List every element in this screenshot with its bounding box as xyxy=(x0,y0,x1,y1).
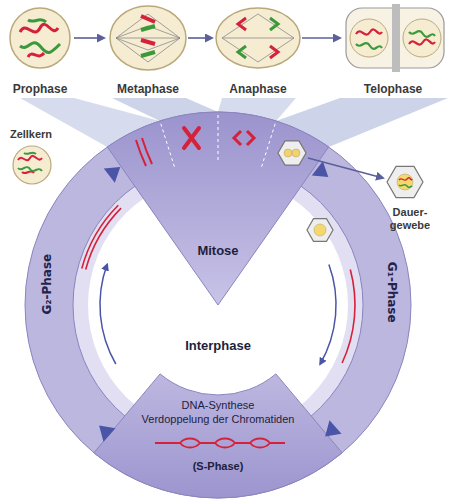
chromatin-green xyxy=(356,31,435,49)
cell-outline xyxy=(278,141,306,165)
chromosome-green xyxy=(238,18,278,58)
cycle-arrowheads xyxy=(99,161,341,442)
nucleus xyxy=(403,19,441,57)
chromosome-green xyxy=(20,43,60,53)
phase-arrow xyxy=(188,37,212,39)
cycle-ring xyxy=(25,112,411,498)
g1-cell xyxy=(307,219,333,242)
permanent-tissue-cell xyxy=(387,166,423,197)
mitosis-wedge xyxy=(107,112,328,305)
chromatin-red xyxy=(356,29,435,44)
nucleus xyxy=(13,146,51,184)
s-phase-sector xyxy=(94,374,342,498)
nucleus-icon xyxy=(13,146,51,184)
part-label: Zellkern xyxy=(3,128,59,141)
nucleus xyxy=(397,174,413,190)
chromatin xyxy=(399,185,412,188)
chromosome-red xyxy=(28,53,44,57)
chromosome-red xyxy=(20,24,58,32)
chromatin xyxy=(399,178,412,181)
telophase-cell xyxy=(346,4,444,72)
part-label: Dauer-gewebe xyxy=(385,206,435,232)
phase-arrow xyxy=(302,37,340,39)
phase-name: G₁-Phase xyxy=(385,252,399,332)
differentiation-arrow xyxy=(308,158,383,178)
nucleus xyxy=(314,224,326,236)
spindle xyxy=(116,14,180,62)
divider xyxy=(218,112,219,160)
mitosis-dividers xyxy=(160,112,276,167)
divider xyxy=(160,121,175,167)
cell-outline xyxy=(307,219,333,242)
cell-body xyxy=(216,8,300,68)
dividing-cell xyxy=(278,141,306,165)
arrowhead xyxy=(104,167,121,183)
phase-name: Telophase xyxy=(348,82,438,96)
anaphase-cell xyxy=(216,8,300,68)
arrowhead xyxy=(325,420,341,436)
cleavage-furrow xyxy=(392,4,400,72)
inner-arrow xyxy=(320,265,336,364)
nucleus xyxy=(350,19,388,57)
prophase-cell xyxy=(10,8,70,68)
metaphase-cell xyxy=(110,6,186,70)
phase-arrows xyxy=(74,38,340,39)
cell-outline xyxy=(387,166,423,197)
arrowhead xyxy=(99,426,115,442)
chromatin-green xyxy=(18,153,42,171)
inner-arrow xyxy=(100,265,116,364)
cell-body xyxy=(10,8,70,68)
phase-name: (S-Phase) xyxy=(173,460,263,473)
mitosis-chromosomes xyxy=(136,128,254,166)
metaphase-chromosome xyxy=(184,128,199,148)
arrowhead xyxy=(312,161,329,177)
chromosome-red xyxy=(238,18,278,58)
nucleus xyxy=(292,149,300,157)
phase-arrow xyxy=(74,37,104,39)
phase-name: Metaphase xyxy=(103,82,193,96)
chromatid-pair xyxy=(136,138,152,166)
g1-chromatid xyxy=(342,270,355,364)
chromosome-green xyxy=(28,20,46,22)
divider xyxy=(262,121,277,167)
nucleus xyxy=(284,149,292,157)
g2-chromatids xyxy=(82,205,121,269)
cell-body xyxy=(110,6,186,70)
phase-note: DNA-Synthese xyxy=(163,399,273,412)
phase-name: Anaphase xyxy=(213,82,303,96)
phase-name: G₂-Phase xyxy=(40,244,54,324)
phase-name: Prophase xyxy=(0,82,80,96)
dna-replication xyxy=(155,439,285,448)
chromosome-green xyxy=(141,26,155,56)
phase-title: Mitose xyxy=(183,243,253,259)
phase-note: Verdoppelung der Chromatiden xyxy=(130,413,306,426)
spindle xyxy=(222,14,294,62)
anaphase-chromosomes xyxy=(234,131,254,145)
phase-title: Interphase xyxy=(168,338,268,354)
